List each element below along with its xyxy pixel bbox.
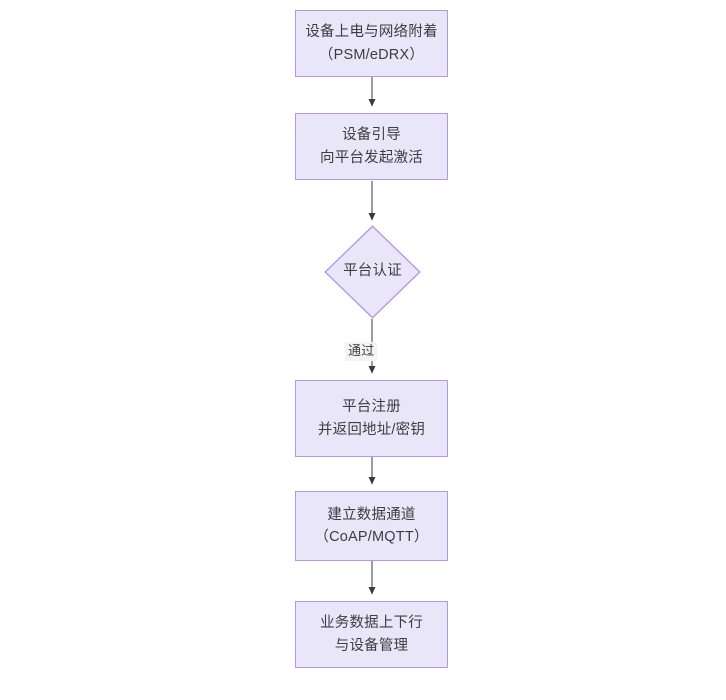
node-line: 建立数据通道 — [327, 506, 416, 523]
edge-label-pass: 通过 — [345, 342, 378, 361]
node-line: （CoAP/MQTT） — [314, 529, 429, 545]
node-platform-registration[interactable]: 平台注册 并返回地址/密钥 — [295, 380, 448, 457]
diamond-shape — [324, 225, 421, 319]
node-line: 设备上电与网络附着 — [305, 24, 438, 41]
node-line: 向平台发起激活 — [320, 149, 423, 166]
node-line: 设备引导 — [342, 127, 401, 144]
node-line: 业务数据上下行 — [320, 615, 423, 632]
node-line: 并返回地址/密钥 — [317, 421, 426, 438]
node-line: 平台认证 — [343, 263, 402, 280]
node-device-power-on[interactable]: 设备上电与网络附着 （PSM/eDRX） — [295, 10, 448, 77]
node-platform-authentication[interactable]: 平台认证 — [324, 225, 421, 319]
node-line: （PSM/eDRX） — [318, 46, 425, 63]
node-line: 与设备管理 — [334, 637, 409, 654]
node-data-channel[interactable]: 建立数据通道 （CoAP/MQTT） — [295, 491, 448, 561]
node-device-bootstrap[interactable]: 设备引导 向平台发起激活 — [295, 113, 448, 180]
node-line: 平台注册 — [342, 399, 401, 416]
node-business-data-and-device-management[interactable]: 业务数据上下行 与设备管理 — [295, 601, 448, 668]
